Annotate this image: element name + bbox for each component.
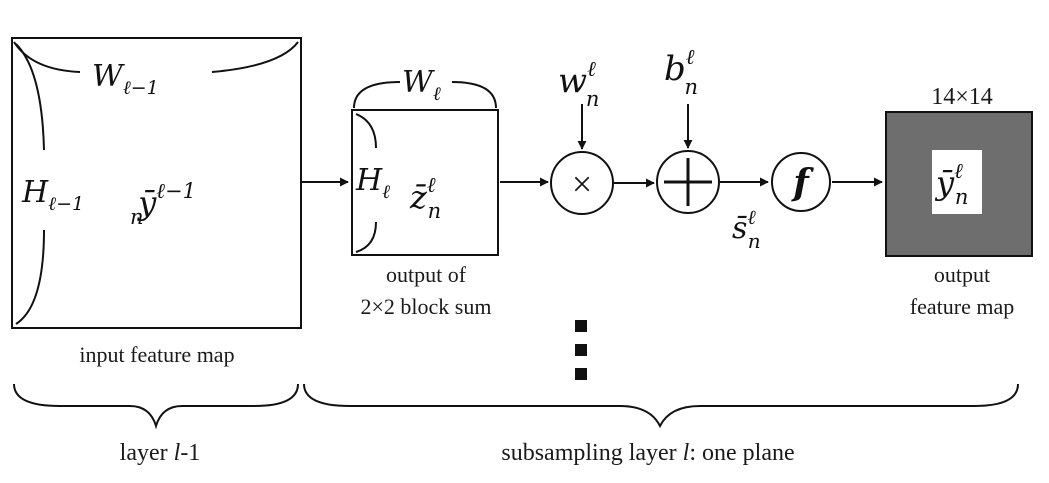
block-height-label: Hℓ (355, 163, 390, 203)
input-width-brace-left (13, 41, 81, 73)
output-map-label-line1: output (934, 262, 990, 287)
ellipsis-dot-2 (575, 344, 587, 356)
input-height-brace-top (15, 43, 45, 151)
output-size-label: 14×14 (931, 84, 993, 110)
input-width-brace-right (211, 41, 299, 73)
layer-prev-label: layer l-1 (120, 440, 201, 466)
block-height-brace-top (355, 113, 377, 149)
subsampling-label: subsampling layer l: one plane (501, 440, 794, 466)
more-planes-ellipsis (575, 320, 587, 380)
ellipsis-dot-3 (575, 368, 587, 380)
output-map-label-line2: feature map (910, 294, 1014, 319)
layer-prev-brace (13, 383, 299, 430)
block-sum-box (351, 109, 499, 256)
multiply-symbol: × (572, 164, 592, 204)
input-height-label: Hℓ−1 (21, 175, 84, 215)
subsampling-brace (303, 383, 1019, 429)
input-map-label: input feature map (79, 342, 234, 367)
block-sum-label-line1: output of (386, 262, 467, 287)
block-sum-label-line2: 2×2 block sum (361, 294, 492, 319)
add-circle (656, 150, 720, 214)
activation-circle (771, 152, 831, 212)
activation-symbol: f (790, 162, 814, 204)
block-height-brace-bottom (355, 221, 377, 253)
activation-node: f (771, 152, 831, 212)
input-width-label: Wℓ−1 (92, 59, 159, 99)
block-width-brace-right (451, 81, 497, 109)
block-width-label: Wℓ (402, 65, 441, 105)
input-height-brace-bottom (15, 229, 45, 325)
block-width-brace-left (353, 81, 401, 109)
ellipsis-dot-1 (575, 320, 587, 332)
input-map-box (11, 37, 302, 329)
output-symbol-background (932, 150, 982, 214)
multiply-circle (550, 151, 614, 215)
